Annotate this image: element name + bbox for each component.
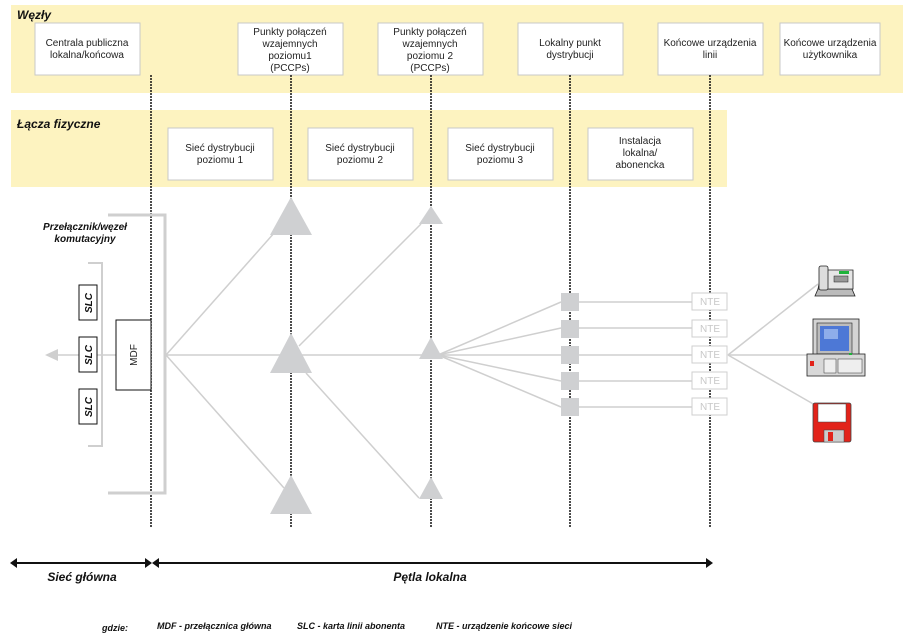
legend: gdzie: MDF - przełącznica główna SLC - k… xyxy=(101,621,573,633)
svg-text:Instalacja: Instalacja xyxy=(619,136,662,147)
svg-text:Sieć dystrybucji: Sieć dystrybucji xyxy=(465,143,534,154)
legend-prefix: gdzie: xyxy=(101,623,128,633)
local-loop-span xyxy=(152,558,713,568)
link-box-distribution-level1: Sieć dystrybucji poziomu 1 xyxy=(167,127,274,181)
svg-text:Lokalny punkt: Lokalny punkt xyxy=(539,38,601,49)
svg-text:dystrybucji: dystrybucji xyxy=(546,50,593,61)
svg-text:poziomu1: poziomu1 xyxy=(268,51,312,62)
svg-text:wzajemnych: wzajemnych xyxy=(261,39,317,50)
computer-icon xyxy=(806,318,866,377)
slc-card: SLC xyxy=(78,284,98,321)
node-box-pccp-level1: Punkty połączeń wzajemnych poziomu1 (PCC… xyxy=(237,22,344,76)
svg-text:abonencka: abonencka xyxy=(616,160,665,171)
svg-text:Sieć dystrybucji: Sieć dystrybucji xyxy=(325,143,394,154)
switch-label-line2: komutacyjny xyxy=(54,234,116,245)
svg-text:NTE: NTE xyxy=(700,376,720,387)
svg-text:poziomu 3: poziomu 3 xyxy=(477,155,524,166)
link-box-distribution-level3: Sieć dystrybucji poziomu 3 xyxy=(447,127,554,181)
svg-text:NTE: NTE xyxy=(700,402,720,413)
node-box-user-terminal-equipment: Końcowe urządzenia użytkownika xyxy=(779,22,881,76)
pccp1-node-bottom xyxy=(270,475,312,514)
core-network-label: Sieć główna xyxy=(47,570,117,584)
node-box-line-terminal-equipment: Końcowe urządzenia linii xyxy=(657,22,764,76)
svg-text:lokalna/końcowa: lokalna/końcowa xyxy=(50,50,124,61)
svg-text:SLC: SLC xyxy=(84,344,95,365)
pccp2-node-middle xyxy=(419,337,443,359)
svg-text:Sieć dystrybucji: Sieć dystrybucji xyxy=(185,143,254,154)
switch-bracket xyxy=(108,213,167,495)
svg-text:poziomu 1: poziomu 1 xyxy=(197,155,244,166)
svg-text:Końcowe urządzenia: Końcowe urządzenia xyxy=(784,38,877,49)
nodes-heading: Węzły xyxy=(17,8,52,22)
svg-text:lokalna/: lokalna/ xyxy=(623,148,658,159)
local-loop-label: Pętla lokalna xyxy=(393,570,467,584)
svg-text:(PCCPs): (PCCPs) xyxy=(270,63,309,74)
pccp1-node-middle xyxy=(270,333,312,373)
svg-text:Końcowe urządzenia: Końcowe urządzenia xyxy=(664,38,757,49)
nte-box: NTE xyxy=(691,319,728,338)
nte-box: NTE xyxy=(691,292,728,311)
node-box-pccp-level2: Punkty połączeń wzajemnych poziomu 2 (PC… xyxy=(377,22,484,76)
nte-box: NTE xyxy=(691,371,728,390)
core-network-span xyxy=(10,558,152,568)
legend-item-slc: SLC - karta linii abonenta xyxy=(297,621,405,631)
legend-item-mdf: MDF - przełącznica główna xyxy=(157,621,272,631)
svg-text:NTE: NTE xyxy=(700,350,720,361)
pccp1-node-top xyxy=(270,197,312,235)
switch-label-line1: Przełącznik/węzeł xyxy=(43,222,128,233)
svg-text:SLC: SLC xyxy=(84,292,95,313)
link-box-local-installation: Instalacja lokalna/ abonencka xyxy=(587,127,694,181)
svg-text:linii: linii xyxy=(703,50,717,61)
pccp2-node-top xyxy=(419,206,443,224)
telephone-icon xyxy=(814,265,856,297)
svg-text:NTE: NTE xyxy=(700,297,720,308)
nte-box: NTE xyxy=(691,397,728,416)
nte-box: NTE xyxy=(691,345,728,364)
node-box-central-office: Centrala publiczna lokalna/końcowa xyxy=(34,22,141,76)
svg-text:Centrala publiczna: Centrala publiczna xyxy=(46,38,129,49)
link-box-distribution-level2: Sieć dystrybucji poziomu 2 xyxy=(307,127,414,181)
svg-text:poziomu 2: poziomu 2 xyxy=(337,155,384,166)
svg-text:poziomu 2: poziomu 2 xyxy=(407,51,454,62)
arrow-left-icon xyxy=(45,349,58,361)
svg-text:użytkownika: użytkownika xyxy=(803,50,858,61)
links-heading: Łącza fizyczne xyxy=(16,117,101,131)
svg-text:wzajemnych: wzajemnych xyxy=(401,39,457,50)
legend-item-nte: NTE - urządzenie końcowe sieci xyxy=(436,621,573,631)
floppy-disk-icon xyxy=(812,402,852,443)
svg-text:SLC: SLC xyxy=(84,396,95,417)
svg-text:Punkty połączeń: Punkty połączeń xyxy=(393,27,466,38)
node-box-local-distribution-point: Lokalny punkt dystrybucji xyxy=(517,22,624,76)
pccp2-node-bottom xyxy=(419,477,443,499)
distribution-lines xyxy=(165,223,819,499)
svg-text:Punkty połączeń: Punkty połączeń xyxy=(253,27,326,38)
slc-card: SLC xyxy=(78,336,98,373)
svg-text:MDF: MDF xyxy=(129,344,140,366)
slc-card: SLC xyxy=(78,388,98,425)
svg-text:NTE: NTE xyxy=(700,324,720,335)
distribution-points xyxy=(561,293,579,416)
mdf-box: MDF xyxy=(115,319,152,391)
svg-text:(PCCPs): (PCCPs) xyxy=(410,63,449,74)
